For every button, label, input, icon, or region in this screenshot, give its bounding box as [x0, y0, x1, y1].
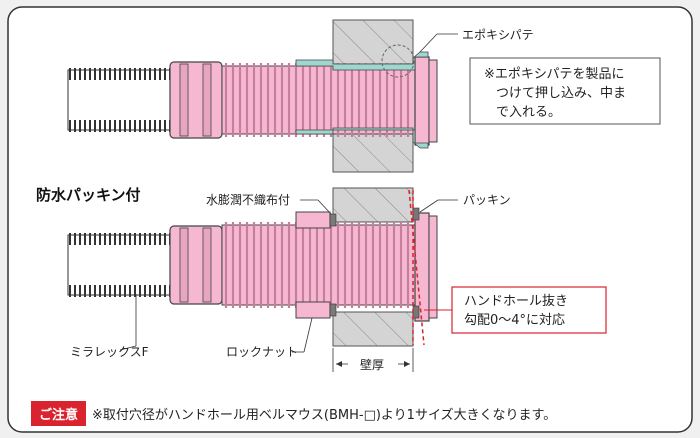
epoxy-note-line-2: つけて押し込み、中ま — [496, 86, 626, 101]
epoxy-note-line-1: ※エポキシパテを製品に — [484, 67, 625, 82]
packing-upper — [412, 207, 420, 221]
packing-lower — [412, 305, 420, 319]
label-wall-thickness: 壁厚 — [360, 357, 384, 372]
label-conduit: ミラレックスF — [70, 345, 149, 359]
bottom-wall-upper — [332, 187, 414, 223]
bottom-locknut-lower — [295, 301, 331, 319]
epoxy-note-box — [469, 57, 661, 125]
top-wall-lower — [332, 131, 414, 173]
top-wall-upper — [332, 19, 414, 65]
bottom-nut — [169, 225, 223, 305]
waterproof-title: 防水パッキン付 — [36, 186, 141, 204]
epoxy-note-line-3: で入れる。 — [496, 105, 561, 120]
top-epoxy-upper — [295, 51, 429, 71]
caution-bar: ご注意 ※取付穴径がハンドホール用ベルマウス(BMH-□)より1サイズ大きくなり… — [31, 400, 557, 426]
slope-note-box — [451, 286, 607, 334]
caution-text: ※取付穴径がハンドホール用ベルマウス(BMH-□)より1サイズ大きくなります。 — [92, 407, 557, 423]
top-fitting-body — [221, 63, 417, 137]
top-assembly — [67, 19, 438, 173]
bottom-fitting-body — [221, 222, 417, 308]
bottom-locknut-upper — [295, 211, 331, 229]
label-locknut: ロックナット — [226, 345, 298, 359]
label-epoxy-putty: エポキシパテ — [462, 28, 534, 42]
label-water-swelling-fabric: 水膨潤不織布付 — [206, 193, 290, 207]
slope-note-line-2: 勾配0〜4°に対応 — [464, 313, 565, 328]
top-conduit — [67, 68, 173, 132]
bottom-wall-lower — [332, 311, 414, 347]
top-nut — [169, 61, 223, 139]
water-swelling-fabric-upper — [329, 213, 337, 227]
epoxy-detail-circle — [381, 44, 415, 78]
top-end-flange — [414, 56, 430, 146]
caution-tag: ご注意 — [31, 400, 87, 426]
top-epoxy-lower — [295, 127, 429, 149]
slope-line-angled — [408, 189, 425, 346]
bottom-assembly — [67, 187, 438, 347]
label-packing: パッキン — [463, 193, 511, 207]
bottom-conduit — [67, 233, 173, 297]
slope-note-line-1: ハンドホール抜き — [464, 293, 568, 309]
water-swelling-fabric-lower — [329, 303, 337, 317]
